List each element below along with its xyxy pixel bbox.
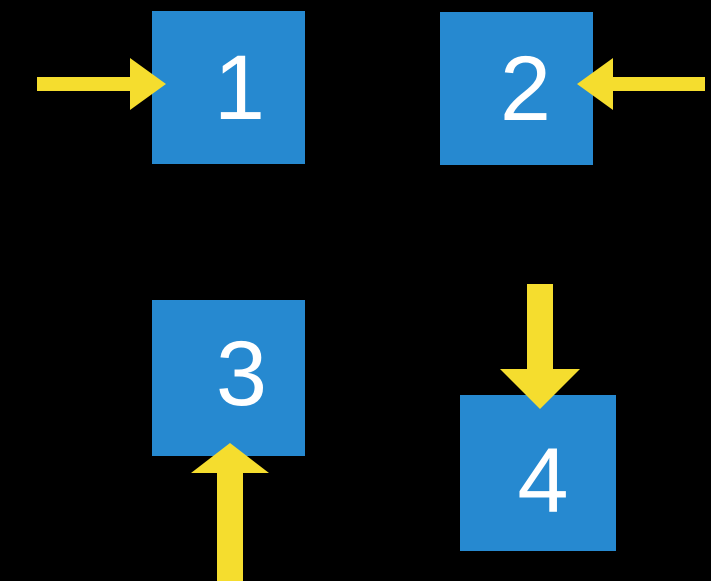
arrow-into-node-1-icon: [37, 58, 166, 110]
node-box-2[interactable]: [440, 12, 593, 165]
node-label-2: 2: [499, 37, 552, 140]
node-box-1[interactable]: [152, 11, 305, 164]
node-label-1: 1: [213, 36, 266, 139]
node-box-4[interactable]: [460, 395, 616, 551]
node-label-3: 3: [215, 323, 268, 425]
node-box-3[interactable]: [152, 300, 305, 456]
arrow-into-node-3-icon: [191, 443, 269, 581]
arrow-into-node-4-icon: [500, 284, 580, 409]
node-label-4: 4: [517, 430, 569, 532]
arrow-into-node-2-icon: [577, 58, 705, 110]
